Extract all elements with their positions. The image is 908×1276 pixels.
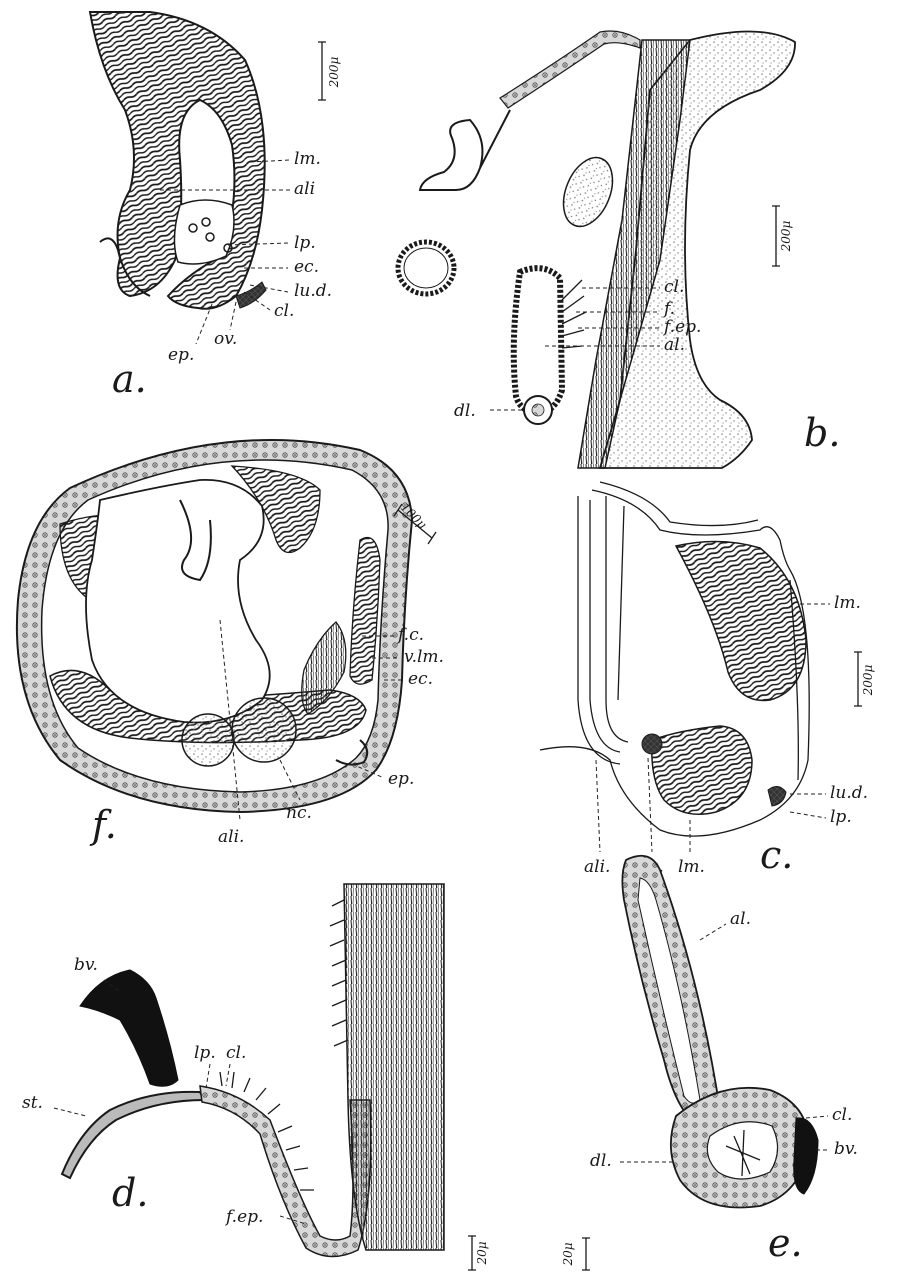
figure-d-label-fep: f.ep. (224, 1207, 263, 1227)
figure-e: 20μ al. cl. bv. dl. e. (561, 856, 858, 1270)
figure-e-label-cl: cl. (832, 1105, 852, 1125)
figure-d-label-lp: lp. (194, 1043, 216, 1063)
figure-e-label-dl: dl. (590, 1151, 612, 1171)
figure-c-label-ali: ali. (584, 857, 610, 877)
figure-d-label-bv: bv. (74, 955, 98, 975)
figure-d-fibers (344, 884, 444, 1250)
figure-b-tube (514, 268, 562, 414)
figure-a-lm-body (90, 12, 265, 309)
figure-c-label-lud: lu.d. (830, 783, 868, 803)
figure-a-label-ali: ali (294, 179, 315, 199)
figure-d: 20μ bv. lp. cl. st. f.ep. d. (22, 884, 489, 1270)
figure-e-label-al: al. (730, 909, 751, 929)
figure-c-letter: c. (760, 833, 793, 877)
figure-f-label-nc: nc. (286, 803, 312, 823)
figure-b-stalk (420, 110, 510, 190)
figure-d-label-st: st. (22, 1093, 43, 1113)
figure-d-label-cl: cl. (226, 1043, 246, 1063)
figure-c-lm-upper (676, 541, 806, 700)
figure-a-label-lp: lp. (294, 233, 316, 253)
figure-c-label-lm2: lm. (678, 857, 705, 877)
figure-c-label-lm: lm. (834, 593, 861, 613)
figure-f-label-vlm: v.lm. (404, 647, 444, 667)
figure-b-flagella (562, 280, 586, 348)
figure-b-letter: b. (804, 411, 840, 455)
figure-b-label-cl: cl. (664, 277, 684, 297)
figure-b-label-dl: dl. (454, 401, 476, 421)
figure-f: 100μ f.c. v.lm. ec. ep. nc. ali. f. (17, 440, 444, 847)
figure-d-epithelium (200, 1086, 371, 1257)
figure-c-nerve-cord (642, 734, 662, 754)
svg-text:200μ: 200μ (861, 664, 875, 696)
figure-c-lud (768, 786, 786, 806)
figure-e-letter: e. (768, 1221, 803, 1265)
figure-c-lm-lower (652, 726, 752, 814)
figure-f-nerve-cord-right (232, 698, 296, 762)
figure-c-ali-tube (578, 496, 628, 764)
figure-f-label-ali: ali. (218, 827, 244, 847)
svg-text:20μ: 20μ (561, 1242, 575, 1266)
figure-d-blood-vessel (80, 970, 178, 1086)
figure-b-label-al: al. (664, 335, 685, 355)
figure-a-label-ec: ec. (294, 257, 319, 277)
figure-b-oval-body (554, 150, 622, 233)
figure-a-scale-bar: 200μ (318, 42, 341, 100)
figure-c: 200μ lm. lu.d. lp. ali. nc. lm. c. (540, 482, 875, 877)
figure-b-scale-bar: 200μ (772, 206, 793, 266)
figure-a-label-ov: ov. (214, 329, 237, 349)
figure-e-scale-bar: 20μ (561, 1238, 590, 1270)
figure-b-label-fep: f.ep. (662, 317, 701, 337)
figure-f-label-ec: ec. (408, 669, 433, 689)
figure-d-strand (62, 1092, 204, 1178)
figure-c-label-lp: lp. (830, 807, 852, 827)
figure-b-label-f: f. (662, 299, 675, 319)
figure-a-letter: a. (112, 357, 147, 401)
figure-f-letter: f. (89, 803, 117, 847)
figure-f-nerve-cord-left (182, 714, 234, 766)
figure-c-scale-bar: 200μ (854, 652, 875, 706)
figure-a: 200μ lm. ali lp. ec. lu.d. cl. ov. ep. a… (90, 12, 341, 401)
figure-b-epithelium-strip (500, 31, 640, 108)
figure-f-label-fc: f.c. (396, 625, 424, 645)
figure-a-label-lud: lu.d. (294, 281, 332, 301)
figure-a-label-ep: ep. (168, 345, 194, 365)
figure-d-letter: d. (112, 1171, 148, 1215)
svg-text:20μ: 20μ (475, 1241, 489, 1265)
figure-b: 200μ cl. f. f.ep. al. dl. b. (398, 31, 840, 468)
figure-a-label-cl: cl. (274, 301, 294, 321)
svg-text:200μ: 200μ (779, 220, 793, 252)
figure-e-blood-vessel (794, 1118, 818, 1194)
figure-f-label-ep: ep. (388, 769, 414, 789)
figure-a-label-lm: lm. (294, 149, 321, 169)
figure-d-scale-bar: 20μ (468, 1236, 489, 1270)
figure-e-label-bv: bv. (834, 1139, 858, 1159)
figure-a-body-cavity (174, 200, 234, 264)
svg-text:200μ: 200μ (327, 56, 341, 88)
